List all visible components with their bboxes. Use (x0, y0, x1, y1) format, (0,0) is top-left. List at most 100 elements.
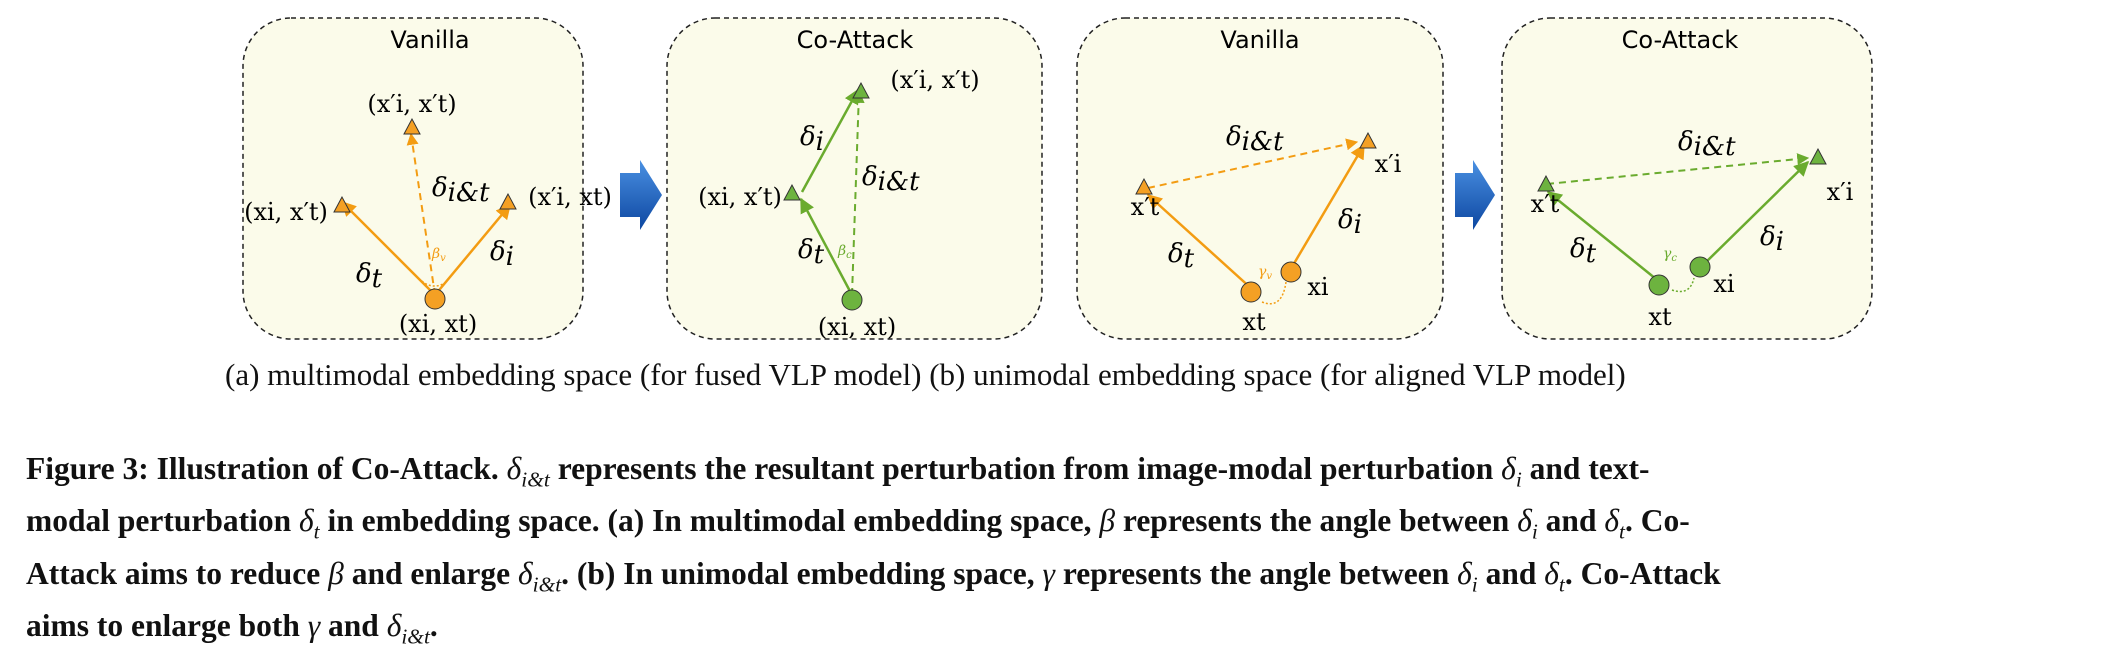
caption-text: modal perturbation (26, 503, 292, 539)
delta-t-arrow (340, 200, 436, 296)
triangle-marker (403, 117, 421, 135)
panel-unimodal-vanilla: Vanilla δi&t x′t x′i δt δi γv xt xi (1076, 17, 1444, 340)
caption-lead: Figure 3: Illustration of Co-Attack. (26, 451, 499, 486)
xt-circle (1648, 274, 1670, 296)
delta-i-label: δi (1760, 222, 1784, 257)
caption-text: and enlarge (351, 555, 511, 591)
delta-it-label: δi&t (1678, 127, 1736, 162)
angle-label: γc (1663, 246, 1677, 264)
point-label: (xi, xt) (818, 313, 896, 341)
math-symbol: δi&t (517, 555, 562, 596)
triangle-marker (783, 183, 801, 201)
caption-text: . Co-Attack (1564, 555, 1721, 591)
point-label: (x′i, x′t) (367, 90, 456, 118)
caption-text: . Co- (1624, 503, 1690, 539)
transition-arrow (620, 160, 662, 230)
xi-circle (1689, 256, 1711, 278)
panel-title: Co-Attack (797, 26, 914, 54)
point-label: (xi, x′t) (244, 198, 328, 226)
math-symbol: δt (299, 503, 320, 544)
caption-line: modal perturbation δt in embedding space… (26, 500, 2101, 552)
math-symbol: δi (1517, 503, 1538, 544)
point-label: xi (1713, 270, 1735, 298)
delta-i-arrow (434, 203, 511, 296)
caption-text: aims to enlarge both (26, 607, 300, 643)
point-label: x′i (1375, 150, 1402, 178)
delta-it-label: δi&t (1226, 122, 1284, 157)
triangle-marker (852, 81, 870, 99)
point-label: xt (1242, 308, 1266, 336)
math-symbol: δt (1604, 503, 1625, 544)
point-label: x′i (1827, 178, 1854, 206)
point-label: xi (1307, 273, 1329, 301)
panel-title: Vanilla (1220, 26, 1299, 54)
point-label: (x′i, xt) (528, 183, 612, 211)
delta-i-label: δi (490, 237, 514, 272)
delta-it-label: δi&t (432, 173, 490, 208)
math-symbol: δi&t (386, 607, 430, 649)
point-label: x′t (1531, 190, 1560, 218)
math-symbol: β (328, 555, 344, 591)
caption-text: and text- (1529, 451, 1650, 486)
subfigure-caption: (a) multimodal embedding space (for fuse… (225, 357, 1626, 392)
panel-multimodal-coattack: Co-Attack (x′i, x′t) (xi, x′t) (xi, xt) … (666, 17, 1043, 341)
caption-line: Figure 3: Illustration of Co-Attack. δi&… (26, 448, 2101, 500)
point-label: (x′i, x′t) (890, 66, 979, 94)
triangle-marker (333, 195, 351, 213)
delta-it-arrow (1546, 153, 1810, 185)
delta-t-label: δt (356, 259, 383, 294)
angle-label: βc (837, 243, 852, 261)
caption-line: aims to enlarge both γ and δi&t. (26, 605, 2101, 657)
angle-arc (421, 280, 448, 287)
caption-text: and (1485, 555, 1537, 591)
xt-circle (1240, 281, 1262, 303)
delta-it-arrow (851, 90, 865, 296)
triangle-marker (1135, 177, 1153, 195)
math-symbol: γ (1042, 555, 1055, 591)
math-symbol: β (1099, 503, 1116, 539)
panel-frame (666, 17, 1043, 340)
delta-t-arrow (1546, 191, 1662, 284)
angle-label: γv (1258, 264, 1272, 282)
caption-text: . (429, 607, 438, 643)
panel-frame (1501, 17, 1873, 340)
delta-it-arrow (406, 132, 436, 296)
delta-i-label: δi (800, 122, 824, 157)
origin-circle (841, 289, 863, 311)
delta-i-arrow (800, 88, 860, 193)
delta-t-label: δt (1168, 239, 1195, 274)
point-label: x′t (1131, 193, 1160, 221)
caption-text: represents the angle between (1062, 555, 1450, 591)
origin-circle (424, 288, 446, 310)
math-symbol: δi (1501, 451, 1522, 492)
point-label: (xi, xt) (399, 310, 477, 338)
delta-t-arrow (1146, 193, 1254, 291)
delta-t-label: δt (798, 235, 825, 270)
math-symbol: δi&t (506, 451, 550, 492)
figure-caption: Figure 3: Illustration of Co-Attack. δi&… (26, 448, 2101, 657)
delta-i-arrow (1287, 143, 1366, 273)
figure-diagram: Vanilla (x′i, x′t) (xi, x′t) (x′i, xt) (… (242, 17, 1873, 341)
panel-title: Vanilla (390, 26, 469, 54)
point-label: (xi, x′t) (698, 183, 782, 211)
triangle-marker (1537, 174, 1555, 192)
panel-title: Co-Attack (1622, 26, 1739, 54)
delta-t-label: δt (1570, 234, 1597, 269)
point-label: xt (1648, 303, 1672, 331)
caption-text: . (b) In unimodal embedding space, (561, 555, 1035, 591)
caption-text: and (1545, 503, 1597, 539)
triangle-marker (1359, 131, 1377, 149)
caption-text: represents the resultant perturbation fr… (557, 451, 1494, 486)
caption-text: in embedding space. (a) In multimodal em… (327, 503, 1092, 539)
angle-label: βv (431, 246, 446, 264)
caption-line: Attack aims to reduce β and enlarge δi&t… (26, 553, 2101, 605)
math-symbol: γ (307, 607, 321, 643)
caption-text: Attack aims to reduce (26, 555, 321, 591)
delta-i-arrow (1701, 160, 1810, 267)
angle-arc (1261, 281, 1287, 305)
panel-frame (242, 17, 584, 340)
delta-i-label: δi (1338, 205, 1362, 240)
triangle-marker (499, 192, 517, 210)
caption-text: and (328, 607, 379, 643)
delta-it-label: δi&t (862, 162, 920, 197)
